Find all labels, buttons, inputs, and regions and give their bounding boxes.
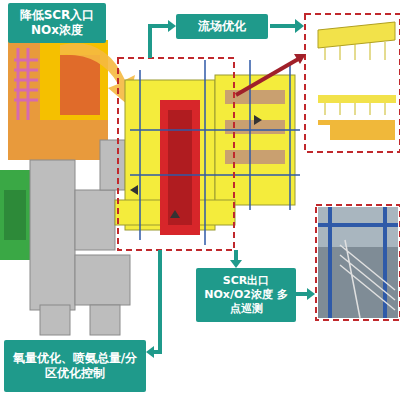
site-photo — [318, 207, 398, 318]
node-label: 氧量优化、喷氨总量/分区优化控制 — [8, 351, 142, 381]
flow-arrow — [150, 26, 308, 352]
flow-arrow — [236, 58, 300, 95]
node-text-group: 降低SCR入口 NOx浓度 — [12, 8, 102, 38]
curved-arrow — [60, 43, 135, 105]
green-section — [0, 170, 30, 260]
process-box: 氧量优化、喷氨总量/分区优化控制 — [4, 340, 146, 392]
dashed-frame — [118, 58, 234, 250]
node-text-group: 氧量优化、喷氨总量/分区优化控制 — [8, 351, 142, 381]
node-text-group: 流场优化 — [198, 19, 246, 34]
scr-reactor — [115, 60, 300, 245]
node-label: 降低SCR入口 NOx浓度 — [12, 8, 102, 38]
process-box: 流场优化 — [176, 14, 268, 39]
arrow-head — [294, 54, 306, 64]
goal-box: 降低SCR入口 NOx浓度 — [8, 3, 106, 43]
green-inner — [4, 190, 26, 240]
boiler-core — [60, 55, 100, 115]
node-text-group: SCR出口 NOx/O2浓度 多点巡测 — [200, 274, 292, 315]
node-label: SCR出口 NOx/O2浓度 多点巡测 — [200, 274, 292, 315]
node-label: 流场优化 — [198, 19, 246, 34]
process-box: SCR出口 NOx/O2浓度 多点巡测 — [196, 268, 296, 322]
dashed-frame — [305, 14, 400, 152]
boiler-tubes — [14, 48, 38, 120]
flow-schematic — [318, 22, 396, 140]
arrow-head — [146, 19, 315, 358]
ductwork — [30, 140, 130, 335]
dashed-frame — [316, 205, 400, 320]
